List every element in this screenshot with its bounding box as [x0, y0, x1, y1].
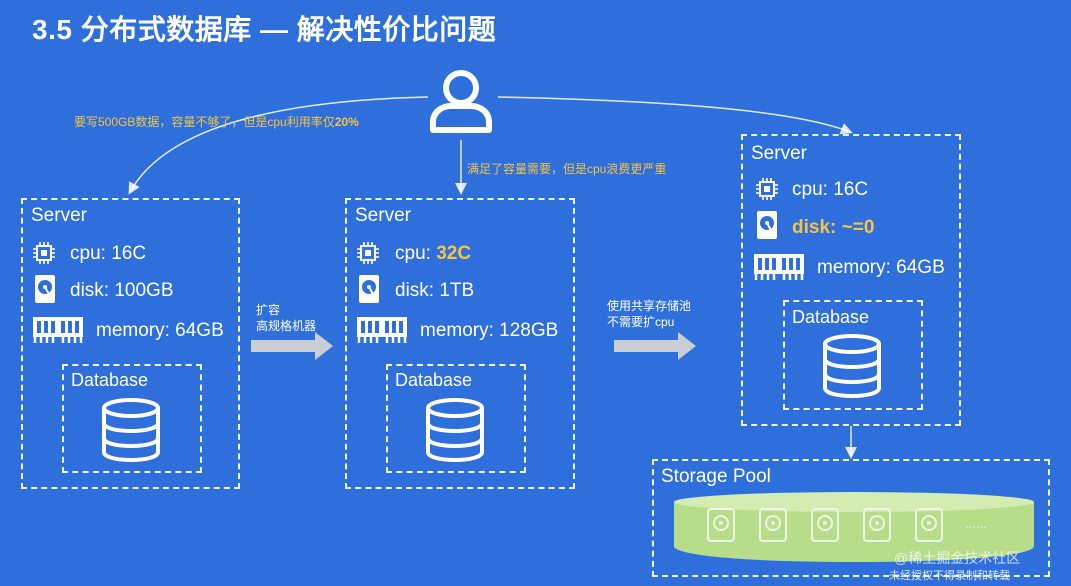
database-box-1 [62, 364, 202, 473]
database-2-label: Database [395, 370, 473, 390]
database-icon [426, 398, 484, 462]
server-2-memory: memory: 128GB [420, 320, 559, 341]
disk-icon [863, 508, 891, 542]
memory-icon [754, 254, 804, 280]
server-2-cpu-value: 32C [436, 243, 472, 264]
left-note-text: 要写500GB数据，容量不够了，但是cpu利用率仅 [74, 115, 335, 129]
server-3-disk: disk: ~=0 [792, 217, 874, 239]
server-2-disk: disk: 1TB [395, 280, 474, 302]
scale-up-line2: 高规格机器 [256, 319, 317, 333]
storage-pool-box [652, 459, 1050, 577]
server-3-title: Server [751, 143, 807, 164]
shared-pool-label: 使用共享存储池 不需要扩cpu [607, 298, 691, 330]
server-2-disk-label: disk: [395, 280, 440, 301]
server-box-3 [741, 134, 961, 426]
disk-icon [359, 275, 379, 303]
disk-icon [759, 508, 787, 542]
server-2-title: Server [355, 205, 411, 226]
disk-icon [707, 508, 735, 542]
database-3-label: Database [792, 307, 870, 327]
left-note: 要写500GB数据，容量不够了，但是cpu利用率仅20% [74, 113, 359, 130]
scale-up-label: 扩容 高规格机器 [256, 302, 316, 334]
database-1-label: Database [71, 370, 149, 390]
server-3-cpu: cpu: 16C [792, 179, 868, 201]
database-box-2 [386, 364, 526, 473]
scale-up-line1: 扩容 [256, 303, 281, 317]
server-1-cpu: cpu: 16C [70, 243, 146, 265]
server-3-disk-label: disk: [792, 217, 842, 238]
server-2-disk-value: 1TB [439, 280, 475, 301]
server-3-memory: memory: 64GB [817, 257, 945, 278]
server-2-cpu: cpu: 32C [395, 243, 471, 265]
disk-icon [811, 508, 839, 542]
server-1-cpu-value: 16C [111, 243, 147, 264]
server-1-memory: memory: 64GB [96, 320, 224, 341]
memory-icon [357, 317, 407, 343]
server-box-1 [21, 198, 240, 489]
storage-pool-ellipsis: ...... [965, 516, 987, 531]
cpu-icon [756, 178, 778, 200]
arrow-right-icon [251, 332, 333, 360]
server-3-cpu-label: cpu: [792, 179, 834, 200]
left-note-bold: 20% [334, 115, 359, 129]
watermark-site: @稀土掘金技术社区 [894, 550, 1021, 566]
cpu-icon [357, 242, 379, 264]
server-1-cpu-label: cpu: [70, 243, 112, 264]
server-3-disk-value: ~=0 [841, 217, 875, 238]
shared-pool-line2: 不需要扩cpu [607, 315, 675, 329]
database-icon [102, 398, 160, 462]
page-title: 3.5 分布式数据库 — 解决性价比问题 [32, 14, 497, 45]
database-icon [823, 334, 881, 398]
shared-pool-line1: 使用共享存储池 [607, 299, 692, 313]
connector-user-to-server-1 [128, 96, 429, 195]
storage-pool-cylinder [674, 492, 1034, 562]
memory-icon [33, 317, 83, 343]
database-box-3 [783, 300, 923, 410]
disk-icon [757, 211, 777, 239]
middle-note: 满足了容量需要，但是cpu浪费更严重 [467, 162, 667, 176]
server-1-disk-label: disk: [70, 280, 115, 301]
server-1-disk: disk: 100GB [70, 280, 174, 302]
server-1-title: Server [31, 205, 87, 226]
user-icon [430, 70, 492, 133]
storage-pool-label: Storage Pool [661, 466, 771, 487]
server-1-disk-value: 100GB [114, 280, 174, 301]
server-box-2 [345, 198, 575, 489]
cpu-icon [33, 242, 55, 264]
server-2-cpu-label: cpu: [395, 243, 437, 264]
disk-icon [915, 508, 943, 542]
connector-user-to-server-3 [497, 96, 853, 135]
watermark-notice: 未经授权不得录制和转载 [889, 570, 1010, 582]
arrow-right-icon [614, 332, 696, 360]
server-3-cpu-value: 16C [833, 179, 869, 200]
disk-icon [35, 275, 55, 303]
